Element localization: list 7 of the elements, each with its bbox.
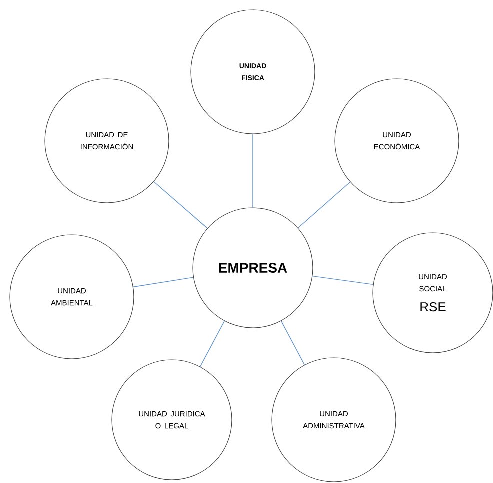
- connector-line: [281, 320, 306, 366]
- connector-line: [154, 182, 208, 229]
- connector-line: [252, 134, 254, 208]
- connector-line: [312, 276, 374, 286]
- connector-line: [298, 182, 351, 228]
- connector-line: [200, 320, 225, 368]
- connector-line: [133, 277, 194, 288]
